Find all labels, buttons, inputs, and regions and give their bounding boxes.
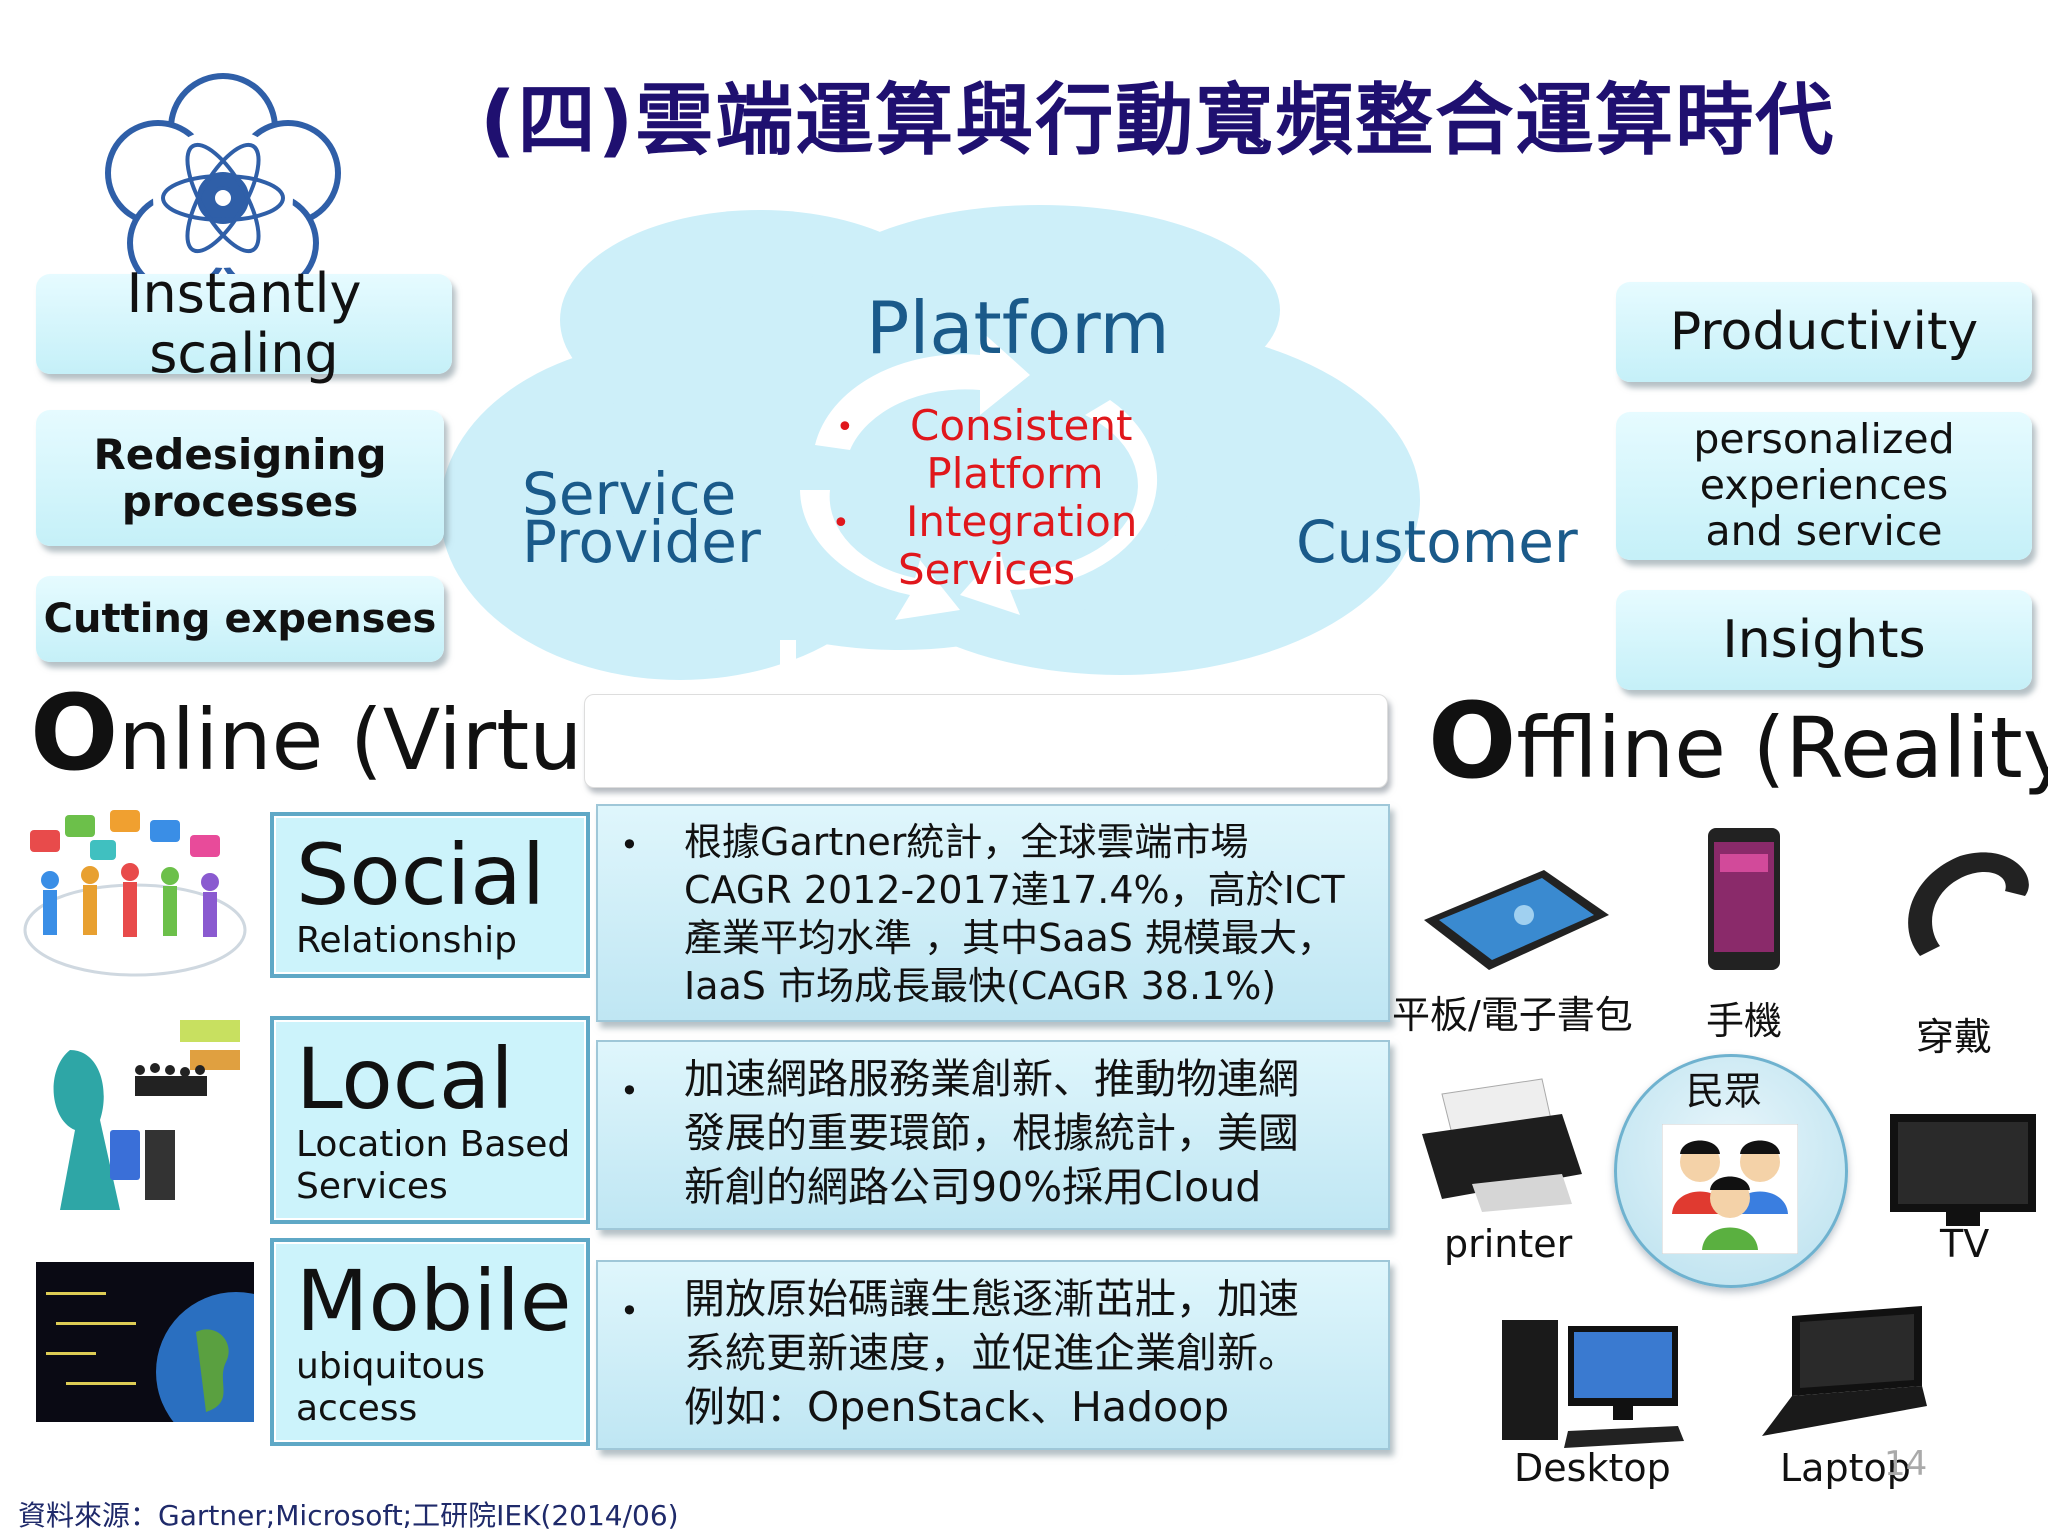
- box-instantly-scaling: Instantly scaling: [36, 263, 452, 384]
- device-label-people: 民眾: [1686, 1069, 1763, 1113]
- category-mobile: Mobile ubiquitous access: [270, 1238, 590, 1446]
- box-personalized-experiences: personalized experiences and service: [1616, 412, 2032, 560]
- category-social-subtitle: Relationship: [296, 920, 517, 961]
- stat-line: CAGR 2012-2017達17.4%，高於ICT: [684, 868, 1345, 912]
- people-group-icon: [1662, 1124, 1798, 1254]
- flower-logo-icon: [105, 73, 341, 294]
- device-label-laptop: Laptop: [1780, 1446, 1911, 1490]
- box-insights: Insights: [1616, 590, 2032, 690]
- page-number: 14: [1884, 1444, 1928, 1484]
- stat-line: 加速網路服務業創新、推動物連網: [684, 1055, 1299, 1103]
- cloud-customer-label: Customer: [1296, 508, 1578, 576]
- bullet-dot: •: [832, 506, 850, 541]
- mobile-earth-image-icon: [36, 1262, 254, 1422]
- category-mobile-title: Mobile: [296, 1252, 572, 1350]
- box-cutting-expenses: Cutting expenses: [36, 576, 444, 662]
- category-social: Social Relationship: [270, 812, 590, 978]
- social-network-image-icon: [23, 810, 247, 977]
- stat-iot-text: 加速網路服務業創新、推動物連網 發展的重要環節，根據統計，美國 新創的網路公司9…: [684, 1052, 1299, 1214]
- center-item-services: Services: [898, 545, 1076, 594]
- desktop-computer-icon: [1502, 1320, 1684, 1448]
- printer-icon: [1422, 1078, 1582, 1212]
- category-local-subtitle: Location Based Services: [296, 1124, 571, 1207]
- stat-line: IaaS 市场成長最快(CAGR 38.1%): [684, 964, 1277, 1008]
- category-local-title: Local: [296, 1030, 514, 1128]
- bullet-dot: •: [836, 410, 854, 445]
- offline-heading-rest: ffline (Reality): [1516, 699, 2048, 797]
- center-item-platform: Platform: [926, 449, 1104, 498]
- cloud-platform-label: Platform: [866, 286, 1170, 370]
- device-label-phone: 手機: [1706, 999, 1783, 1043]
- device-label-wearable: 穿戴: [1916, 1015, 1993, 1059]
- tv-icon: [1890, 1114, 2036, 1226]
- category-social-title: Social: [296, 826, 546, 924]
- device-label-desktop: Desktop: [1514, 1446, 1671, 1490]
- service-provider-line-1: Service: [522, 460, 737, 528]
- stat-open-source-text: 開放原始碼讓生態逐漸茁壯，加速 系統更新速度，並促進企業創新。 例如：OpenS…: [684, 1272, 1299, 1434]
- location-services-image-icon: [53, 1020, 240, 1210]
- stat-box-iot: • 加速網路服務業創新、推動物連網 發展的重要環節，根據統計，美國 新創的網路公…: [596, 1040, 1390, 1230]
- wearable-band-icon: [1908, 852, 2029, 956]
- box-redesigning-processes: Redesigning processes: [36, 410, 444, 546]
- stat-line: 新創的網路公司90%採用Cloud: [684, 1163, 1262, 1211]
- offline-heading: Offline (Reality): [1428, 680, 2048, 802]
- stat-gartner-text: 根據Gartner統計，全球雲端市場 CAGR 2012-2017達17.4%，…: [684, 818, 1345, 1010]
- device-label-tablet: 平板/電子書包: [1392, 993, 1633, 1037]
- device-label-tv: TV: [1940, 1222, 1990, 1266]
- stat-line: 開放原始碼讓生態逐漸茁壯，加速: [684, 1275, 1299, 1323]
- category-local: Local Location Based Services: [270, 1016, 590, 1224]
- cloud-service-provider-label: Service Provider: [522, 460, 761, 576]
- bullet-dot: •: [620, 1072, 639, 1110]
- laptop-icon: [1762, 1306, 1927, 1436]
- bullet-dot: •: [620, 1292, 639, 1330]
- source-note: 資料來源：Gartner;Microsoft;工研院IEK(2014/06): [18, 1499, 679, 1532]
- service-provider-line-2: Provider: [522, 508, 761, 576]
- stat-line: 發展的重要環節，根據統計，美國: [684, 1109, 1299, 1157]
- stat-line: 根據Gartner統計，全球雲端市場: [684, 820, 1249, 864]
- online-heading-cap: O: [30, 672, 119, 794]
- stat-line: 系統更新速度，並促進企業創新。: [684, 1329, 1299, 1377]
- tablet-icon: [1424, 870, 1609, 970]
- cloud-diagram: [440, 205, 1420, 680]
- stat-box-open-source: • 開放原始碼讓生態逐漸茁壯，加速 系統更新速度，並促進企業創新。 例如：Ope…: [596, 1260, 1390, 1450]
- center-item-integration: Integration: [906, 497, 1138, 546]
- device-label-printer: printer: [1444, 1222, 1573, 1266]
- box-productivity: Productivity: [1616, 282, 2032, 382]
- blank-banner: [584, 694, 1388, 788]
- center-item-consistent: Consistent: [910, 401, 1133, 450]
- offline-heading-cap: O: [1428, 680, 1517, 802]
- slide-title: (四)雲端運算與行動寬頻整合運算時代: [480, 76, 1836, 166]
- stat-line: 產業平均水準 ，其中SaaS 規模最大，: [684, 916, 1335, 960]
- bullet-dot: •: [620, 826, 639, 864]
- category-mobile-subtitle: ubiquitous access: [296, 1346, 486, 1429]
- stat-line: 例如：OpenStack、Hadoop: [684, 1383, 1230, 1431]
- stat-box-gartner: • 根據Gartner統計，全球雲端市場 CAGR 2012-2017達17.4…: [596, 804, 1390, 1022]
- phone-icon: [1708, 828, 1780, 970]
